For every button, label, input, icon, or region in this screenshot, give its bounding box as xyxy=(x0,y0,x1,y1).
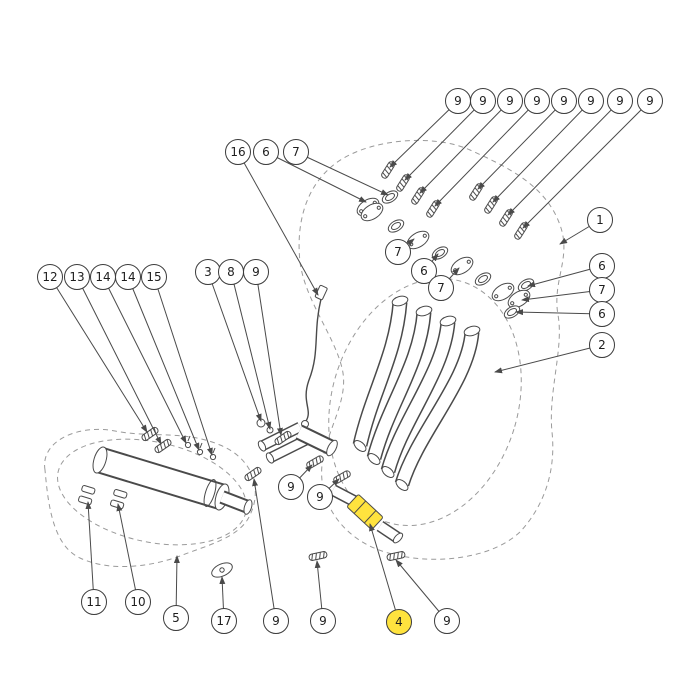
flanges-and-gaskets xyxy=(353,187,537,322)
outline-muffler-assembly xyxy=(44,428,256,568)
callout-6[interactable]: 6 xyxy=(589,253,615,279)
mid-pipe-and-sleeve xyxy=(330,484,404,544)
callout-9[interactable]: 9 xyxy=(578,88,604,114)
callout-14[interactable]: 14 xyxy=(90,264,116,290)
callout-7[interactable]: 7 xyxy=(589,277,615,303)
callout-9[interactable]: 9 xyxy=(278,474,304,500)
part-4-sleeve xyxy=(347,494,383,530)
callout-14[interactable]: 14 xyxy=(115,264,141,290)
callout-1[interactable]: 1 xyxy=(587,207,613,233)
callout-6[interactable]: 6 xyxy=(253,139,279,165)
callout-9[interactable]: 9 xyxy=(637,88,663,114)
muffler-assembly xyxy=(78,446,253,578)
callout-7[interactable]: 7 xyxy=(283,139,309,165)
callout-9[interactable]: 9 xyxy=(551,88,577,114)
callout-9[interactable]: 9 xyxy=(310,608,336,634)
callout-9[interactable]: 9 xyxy=(497,88,523,114)
callout-9[interactable]: 9 xyxy=(243,259,269,285)
callout-16[interactable]: 16 xyxy=(225,139,251,165)
callout-7[interactable]: 7 xyxy=(385,239,411,265)
callout-6[interactable]: 6 xyxy=(589,301,615,327)
leader-lines xyxy=(49,100,651,623)
callout-7[interactable]: 7 xyxy=(428,275,454,301)
callout-15[interactable]: 15 xyxy=(141,264,167,290)
callout-9[interactable]: 9 xyxy=(263,608,289,634)
callout-8[interactable]: 8 xyxy=(218,259,244,285)
callout-9[interactable]: 9 xyxy=(445,88,471,114)
callout-13[interactable]: 13 xyxy=(64,264,90,290)
callout-11[interactable]: 11 xyxy=(81,589,107,615)
callout-9[interactable]: 9 xyxy=(607,88,633,114)
callout-12[interactable]: 12 xyxy=(37,264,63,290)
callout-3[interactable]: 3 xyxy=(195,259,221,285)
callout-17[interactable]: 17 xyxy=(211,608,237,634)
callout-5[interactable]: 5 xyxy=(163,605,189,631)
clamp-part-11 xyxy=(78,485,96,506)
callout-9[interactable]: 9 xyxy=(470,88,496,114)
callout-9[interactable]: 9 xyxy=(524,88,550,114)
outline-header-pipes xyxy=(328,277,522,527)
outline-header-assembly xyxy=(298,139,565,560)
studs xyxy=(184,435,217,461)
callout-6[interactable]: 6 xyxy=(411,258,437,284)
callout-10[interactable]: 10 xyxy=(125,589,151,615)
callout-9[interactable]: 9 xyxy=(434,608,460,634)
callout-9[interactable]: 9 xyxy=(307,484,333,510)
callout-2[interactable]: 2 xyxy=(589,332,615,358)
bracket-part-17 xyxy=(211,562,233,578)
callout-4-highlighted[interactable]: 4 xyxy=(386,609,412,635)
header-pipes xyxy=(352,295,481,491)
